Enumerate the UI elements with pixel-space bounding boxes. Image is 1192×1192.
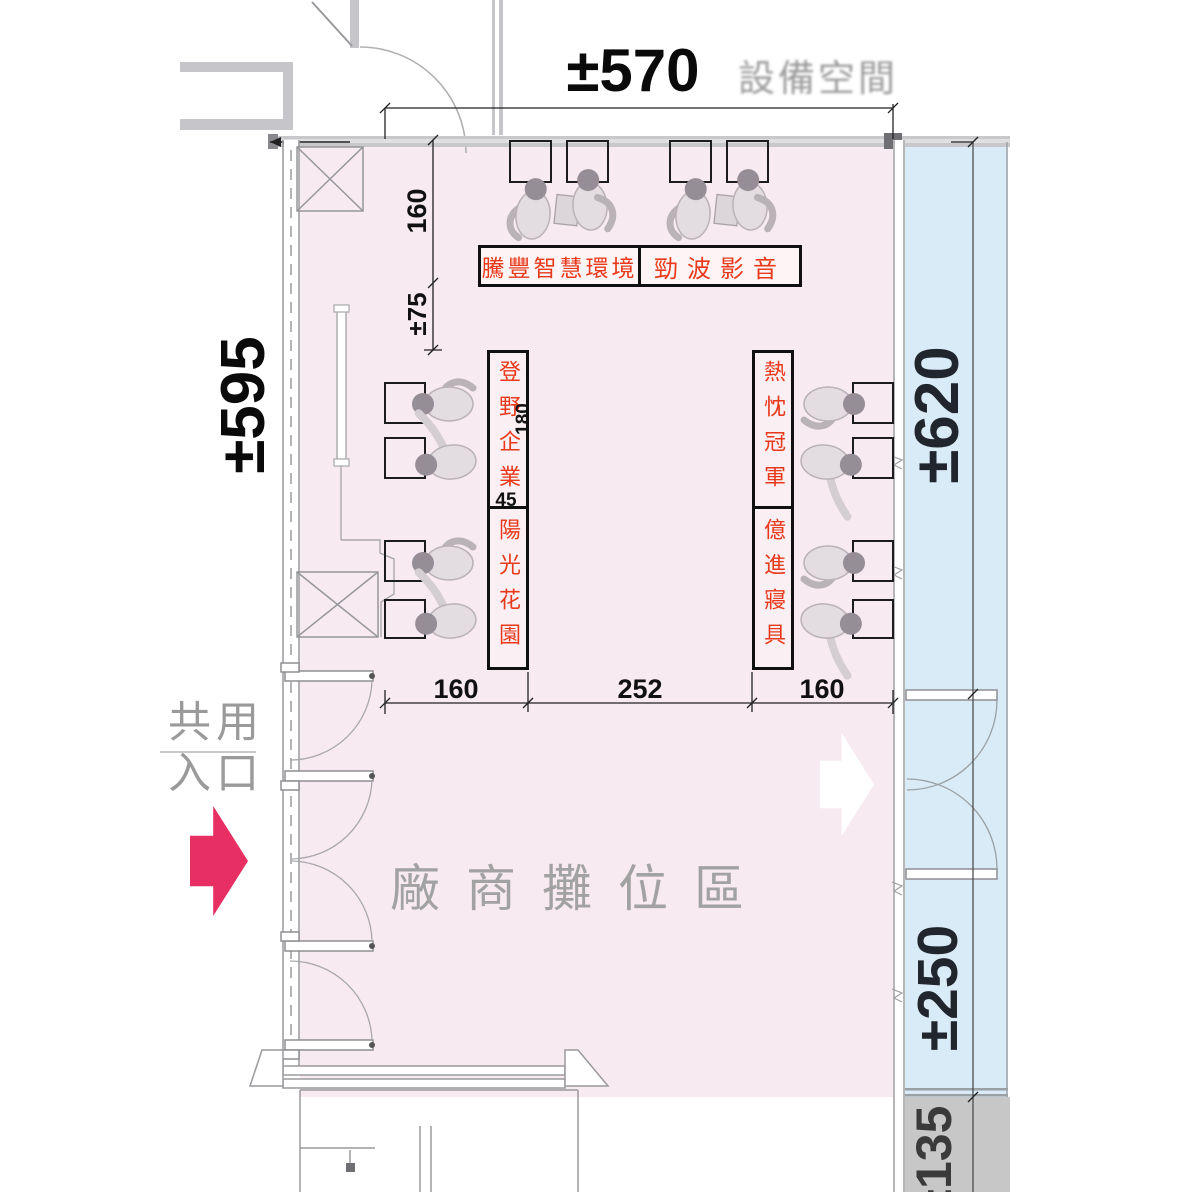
dimension-top-width: ±570 — [566, 37, 700, 104]
booth-box-rechen: 熱忱冠軍 — [752, 350, 794, 509]
exterior-top-left-walls — [180, 0, 503, 154]
shared-entrance-label: 共用 入口 — [168, 699, 264, 798]
people-figures — [412, 169, 865, 680]
equipment-corridor-area — [905, 142, 1008, 1097]
booth-label: 騰豐智慧環境 — [481, 255, 638, 281]
vendor-area-label: 廠商攤位區 — [390, 861, 770, 917]
right-wall — [891, 140, 1008, 1192]
dimension-lines — [379, 102, 979, 1192]
dimension-top-depth: 160 — [402, 188, 432, 234]
vendor-floor-area — [300, 147, 893, 1097]
structural-x-columns — [296, 146, 379, 638]
booth-box-tengfeng: 騰豐智慧環境 — [478, 245, 641, 287]
booth-label: 勁波影音 — [654, 255, 786, 283]
dimension-booth-length: 180 — [513, 403, 534, 435]
booth-label: 熱忱冠軍 — [761, 359, 786, 500]
wall-break-marks — [891, 455, 904, 1003]
booth-box-yangguang: 陽光花園 — [487, 506, 529, 670]
dimension-booth-divider: 45 — [495, 490, 517, 511]
bottom-left-structure — [248, 1049, 610, 1192]
booth-label: 登野企業 — [496, 359, 521, 500]
dimension-row-right: 160 — [799, 674, 845, 704]
left-wall — [282, 140, 300, 1066]
left-wall-doors — [280, 662, 375, 1060]
dimension-right-bottom: ±135 — [906, 1105, 962, 1192]
dimension-left-height: ±595 — [209, 336, 278, 474]
dimension-row-center: 252 — [617, 674, 663, 704]
booth-box-jinbo: 勁波影音 — [638, 245, 802, 287]
dimension-right-lower: ±250 — [906, 924, 970, 1052]
booth-label: 陽光花園 — [496, 518, 521, 658]
interior-partition-lines — [333, 304, 395, 637]
right-wall-double-door — [905, 689, 998, 880]
booth-box-dengye: 登野企業 — [487, 350, 529, 509]
dimension-right-upper: ±620 — [903, 346, 972, 484]
bottom-right-block — [893, 1097, 1010, 1192]
dimension-gap: ±75 — [402, 292, 432, 336]
equipment-space-label: 設備空間 — [738, 58, 898, 99]
booth-box-yijin: 億進寢具 — [752, 506, 794, 670]
dimension-row-left: 160 — [433, 674, 479, 704]
booth-label: 億進寢具 — [761, 518, 786, 658]
